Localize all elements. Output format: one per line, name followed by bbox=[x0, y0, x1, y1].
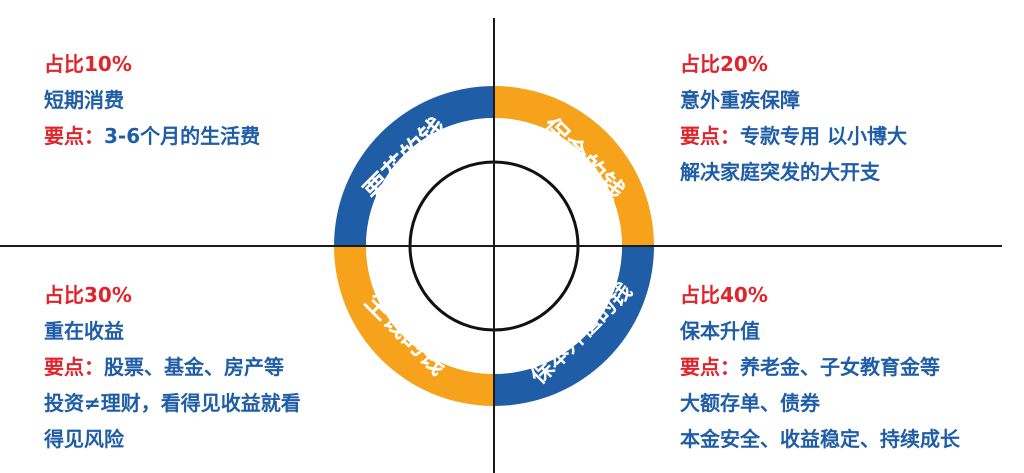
quadrant-top-left: 占比10% 短期消费 要点：3-6个月的生活费 bbox=[44, 46, 260, 154]
ring-segment-protect bbox=[494, 86, 654, 246]
ring-segment-earn bbox=[334, 246, 494, 406]
key-point-text: 股票、基金、房产等 bbox=[104, 355, 284, 379]
percent-label: 占比10% bbox=[44, 52, 132, 76]
quadrant-title: 短期消费 bbox=[44, 88, 124, 112]
key-point: 要点：3-6个月的生活费 bbox=[44, 118, 260, 154]
key-point-label: 要点： bbox=[44, 355, 104, 379]
key-point-label: 要点： bbox=[680, 124, 740, 148]
quadrant-title: 意外重疾保障 bbox=[680, 88, 800, 112]
ring-segment-preserve bbox=[494, 246, 654, 406]
key-point-text: 专款专用 以小博大 bbox=[740, 124, 907, 148]
percent-label: 占比30% bbox=[44, 283, 132, 307]
detail-line: 解决家庭突发的大开支 bbox=[680, 160, 880, 184]
quadrant-top-right: 占比20% 意外重疾保障 要点：专款专用 以小博大 解决家庭突发的大开支 bbox=[680, 46, 907, 190]
percent-label: 占比40% bbox=[680, 283, 768, 307]
quadrant-title: 重在收益 bbox=[44, 319, 124, 343]
quadrant-bottom-left: 占比30% 重在收益 要点：股票、基金、房产等 投资≠理财，看得见收益就看 得见… bbox=[44, 277, 301, 457]
key-point: 要点：养老金、子女教育金等 bbox=[680, 349, 960, 385]
key-point-text: 养老金、子女教育金等 bbox=[740, 355, 940, 379]
key-point: 要点：股票、基金、房产等 bbox=[44, 349, 301, 385]
key-point-label: 要点： bbox=[680, 355, 740, 379]
key-point-text: 3-6个月的生活费 bbox=[104, 124, 261, 148]
detail-line: 投资≠理财，看得见收益就看 bbox=[44, 391, 301, 415]
detail-line: 得见风险 bbox=[44, 427, 124, 451]
key-point-label: 要点： bbox=[44, 124, 104, 148]
quadrant-bottom-right: 占比40% 保本升值 要点：养老金、子女教育金等 大额存单、债券 本金安全、收益… bbox=[680, 277, 960, 457]
ring-segment-spend bbox=[334, 86, 494, 246]
key-point: 要点：专款专用 以小博大 bbox=[680, 118, 907, 154]
percent-label: 占比20% bbox=[680, 52, 768, 76]
detail-line: 本金安全、收益稳定、持续成长 bbox=[680, 427, 960, 451]
quadrant-title: 保本升值 bbox=[680, 319, 760, 343]
detail-line: 大额存单、债券 bbox=[680, 391, 820, 415]
